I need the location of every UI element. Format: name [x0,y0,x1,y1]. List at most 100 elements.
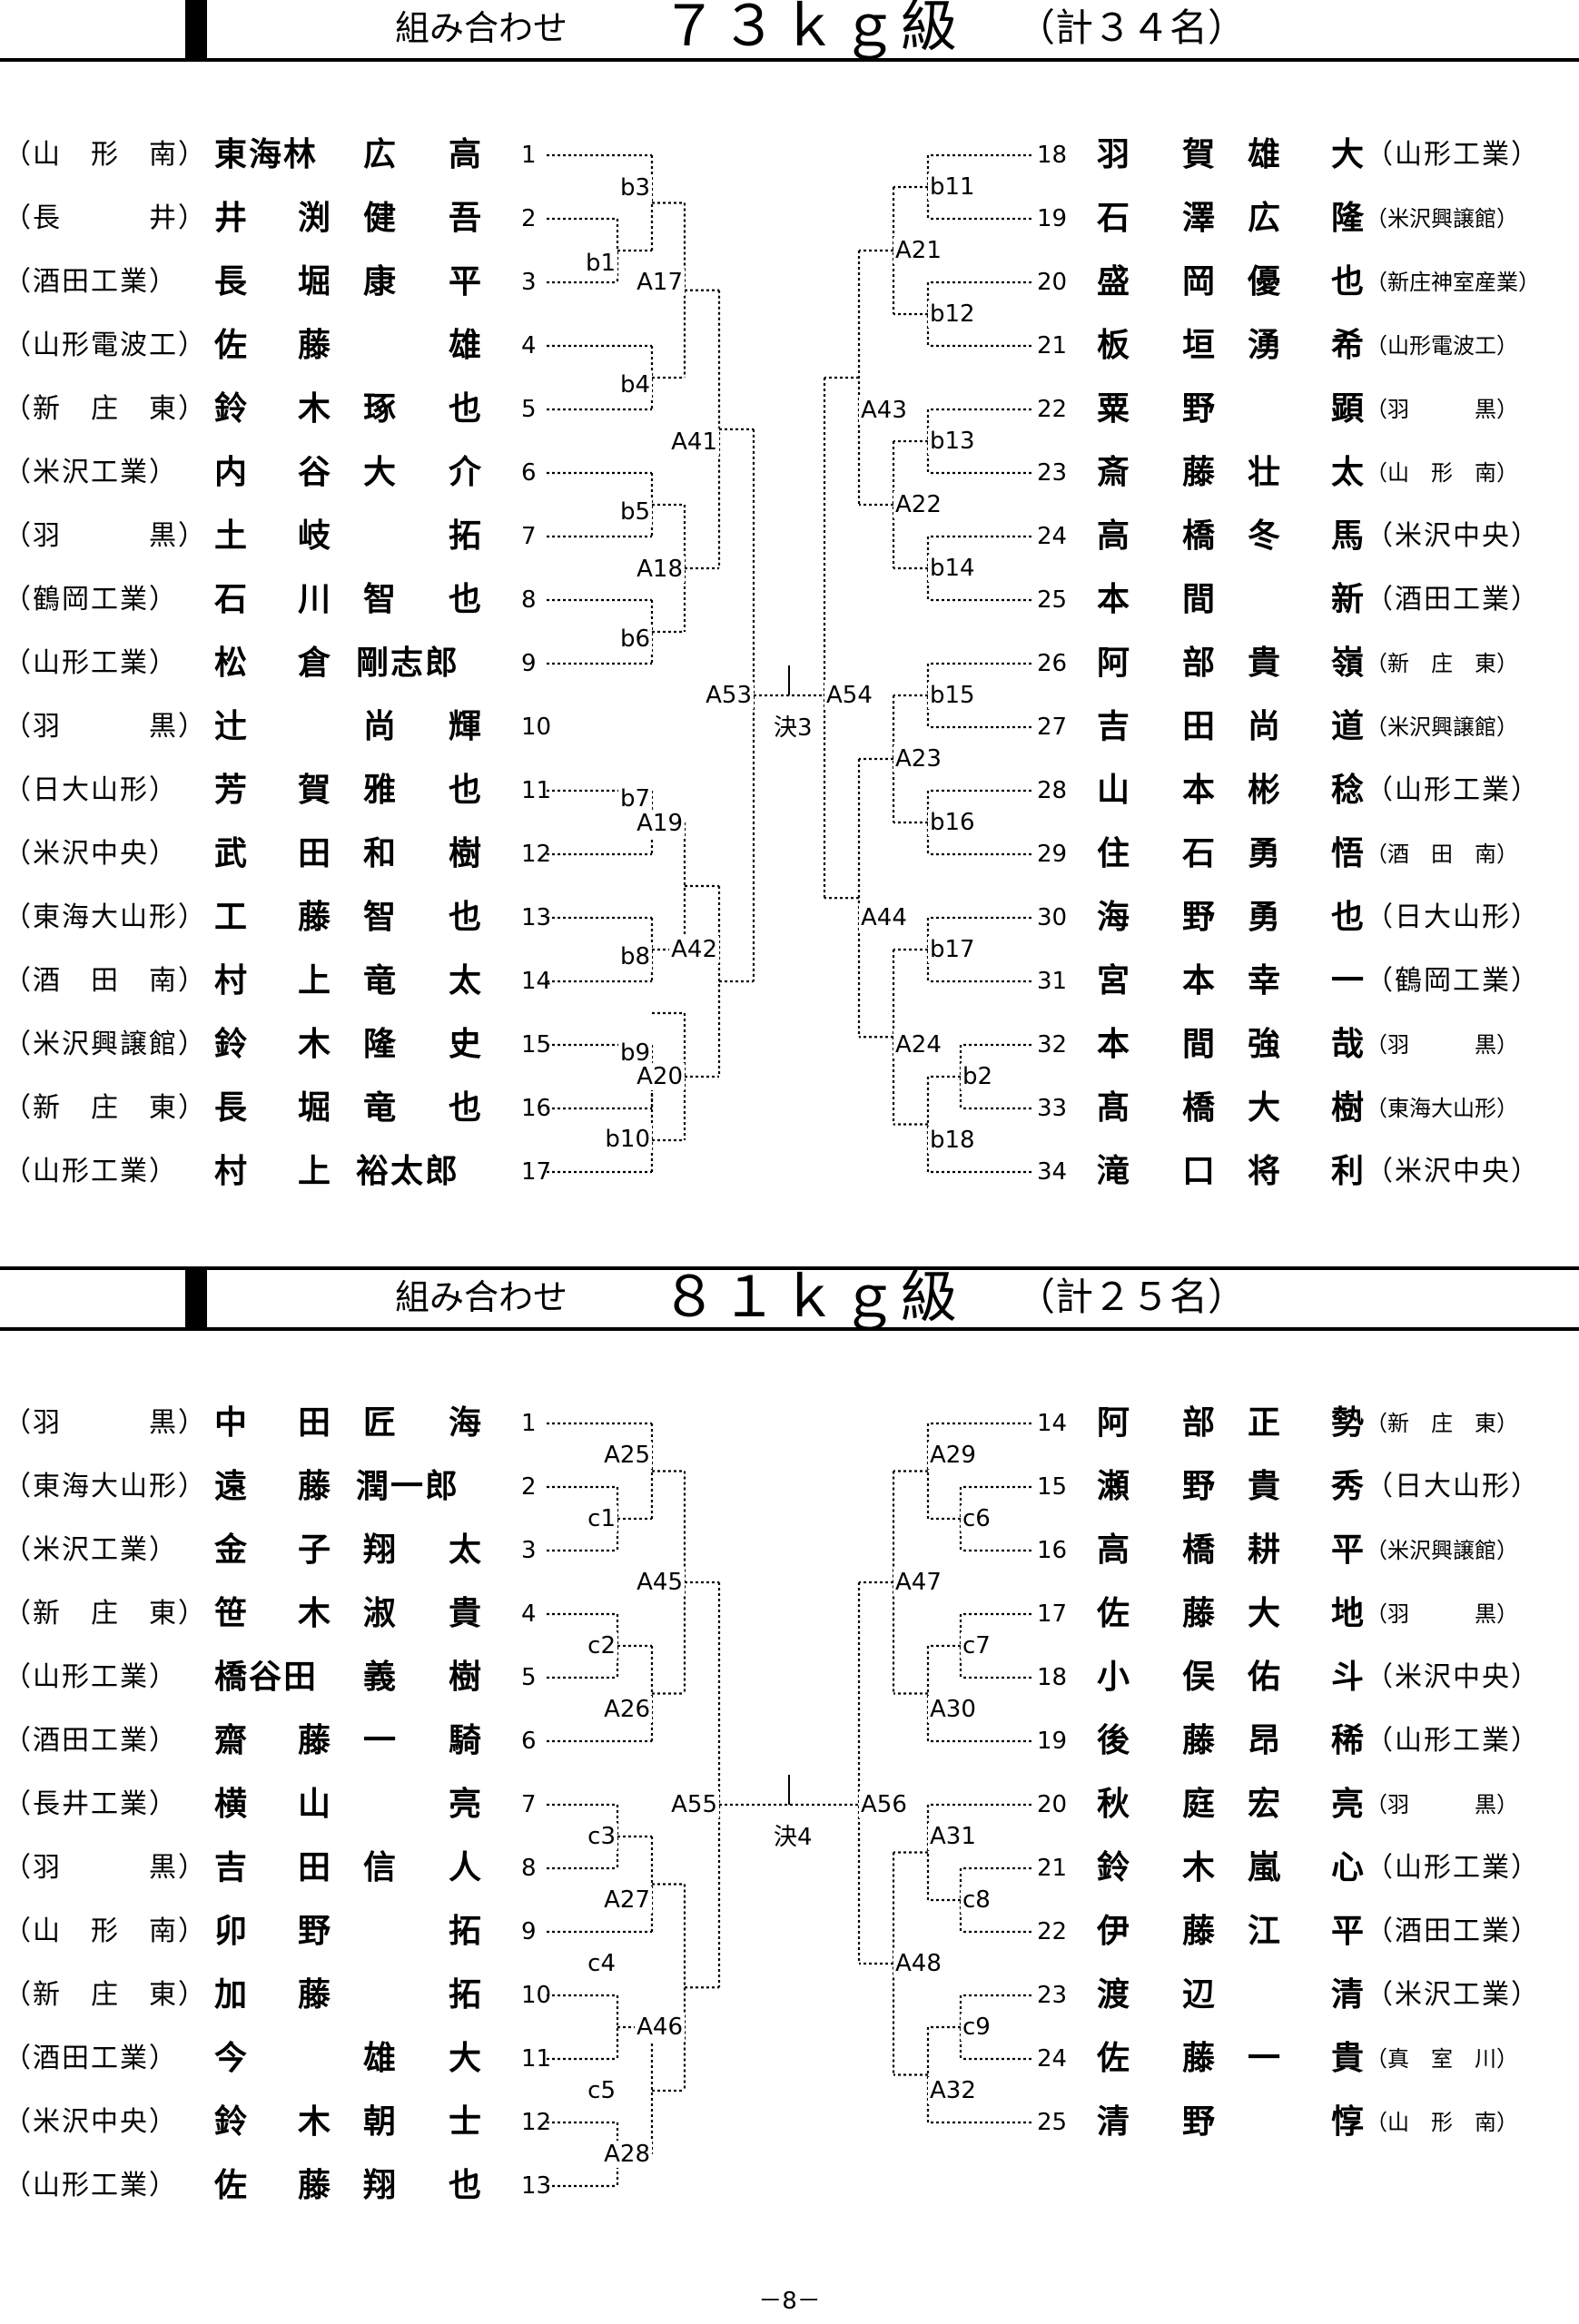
name-char: 清 [1097,2103,1130,2141]
name-char: 遠 [214,1468,248,1505]
match-label: A48 [893,1950,943,1977]
match-label: b2 [961,1063,995,1090]
name-char: 長 [214,1089,248,1127]
seed-number: 6 [521,459,537,487]
seed-number: 23 [1037,1982,1068,2009]
name-char: 木 [298,1026,331,1063]
affiliation: （米沢興譲館） [1366,1538,1518,1563]
page-number: －8－ [758,2288,821,2315]
seed-number: 8 [521,586,537,614]
name-char: 稀 [1331,1722,1365,1759]
match-label: b1 [583,250,617,277]
name-char: 稔 [1331,772,1365,809]
name-char: 藤 [298,327,331,364]
name-char: 藤 [1182,2040,1216,2077]
affiliation: （酒 田 南） [4,965,207,997]
name-char: 宏 [1248,1786,1281,1823]
affiliation: （長 井） [4,202,207,234]
seed-number: 4 [521,1600,537,1628]
section2-label: 組み合わせ [395,1277,568,1317]
name-char: 木 [1182,1849,1216,1886]
match-label: c6 [961,1505,992,1532]
seed-number: 10 [521,1982,552,2009]
seed-number: 29 [1037,841,1068,868]
affiliation: （羽 黒） [1366,1032,1518,1058]
name-char: 人 [449,1849,482,1886]
name-char: 樹 [449,1659,482,1696]
affiliation: （新 庄 東） [1366,1411,1518,1436]
affiliation: （東海大山形） [4,901,207,933]
seed-number: 17 [1037,1600,1068,1628]
name-char: 長 [214,263,248,300]
match-label: b18 [928,1127,977,1154]
name-char: 伊 [1097,1913,1130,1950]
name-char: 清 [1331,1976,1365,2014]
name-char: 高 [1097,517,1130,555]
name-surname: 橋谷田 [214,1659,319,1696]
affiliation: （山形工業） [1366,1725,1540,1757]
name-char: 賀 [298,772,331,809]
name-char: 太 [1331,454,1365,491]
name-char: 鈴 [214,1026,248,1063]
name-char: 鈴 [214,2103,248,2141]
name-char: 野 [298,1913,331,1950]
name-char: 高 [449,136,482,173]
name-char: 阿 [1097,645,1130,682]
name-char: 佐 [214,2167,248,2204]
name-char: 広 [363,136,397,173]
seed-number: 22 [1037,396,1068,423]
name-char: 強 [1248,1026,1281,1063]
name-char: 広 [1248,200,1281,237]
name-char: 吉 [1097,708,1130,745]
seed-number: 31 [1037,968,1068,995]
name-char: 瀬 [1097,1468,1130,1505]
name-char: 粟 [1097,390,1130,428]
name-char: 匠 [363,1404,397,1442]
name-char: 髙 [1097,1089,1130,1127]
name-char: 部 [1182,645,1216,682]
seed-number: 5 [521,396,537,423]
name-char: 将 [1248,1153,1281,1190]
name-char: 勢 [1331,1404,1365,1442]
name-char: 康 [363,263,397,300]
seed-number: 12 [521,2109,552,2136]
match-label: A56 [859,1791,909,1818]
match-label: b3 [617,174,652,202]
seed-number: 17 [521,1158,552,1186]
affiliation: （山形工業） [1366,1852,1540,1884]
name-char: 山 [1097,772,1130,809]
match-label: b11 [928,173,977,201]
name-char: 正 [1248,1404,1281,1442]
name-char: 渡 [1097,1976,1130,2014]
name-char: 石 [214,581,248,618]
seed-number: 16 [521,1095,552,1122]
name-given: 潤一郎 [356,1468,460,1505]
affiliation: （羽 黒） [4,1407,207,1439]
match-label: A27 [602,1886,652,1914]
affiliation: （東海大山形） [4,1471,207,1502]
name-char: 貴 [1248,645,1281,682]
name-char: 鈴 [214,390,248,428]
name-char: 橋 [1182,1089,1216,1127]
affiliation: （新 庄 東） [1366,651,1518,676]
affiliation: （長井工業） [4,1788,178,1820]
affiliation: （日大山形） [1366,1471,1540,1502]
name-char: 道 [1331,708,1365,745]
name-char: 藤 [1182,1722,1216,1759]
name-char: 隆 [363,1026,397,1063]
affiliation: （山 形 南） [1366,460,1518,486]
name-char: 木 [298,390,331,428]
name-char: 也 [1331,899,1365,936]
name-char: 吾 [449,200,482,237]
affiliation: （米沢工業） [1366,1979,1540,2011]
